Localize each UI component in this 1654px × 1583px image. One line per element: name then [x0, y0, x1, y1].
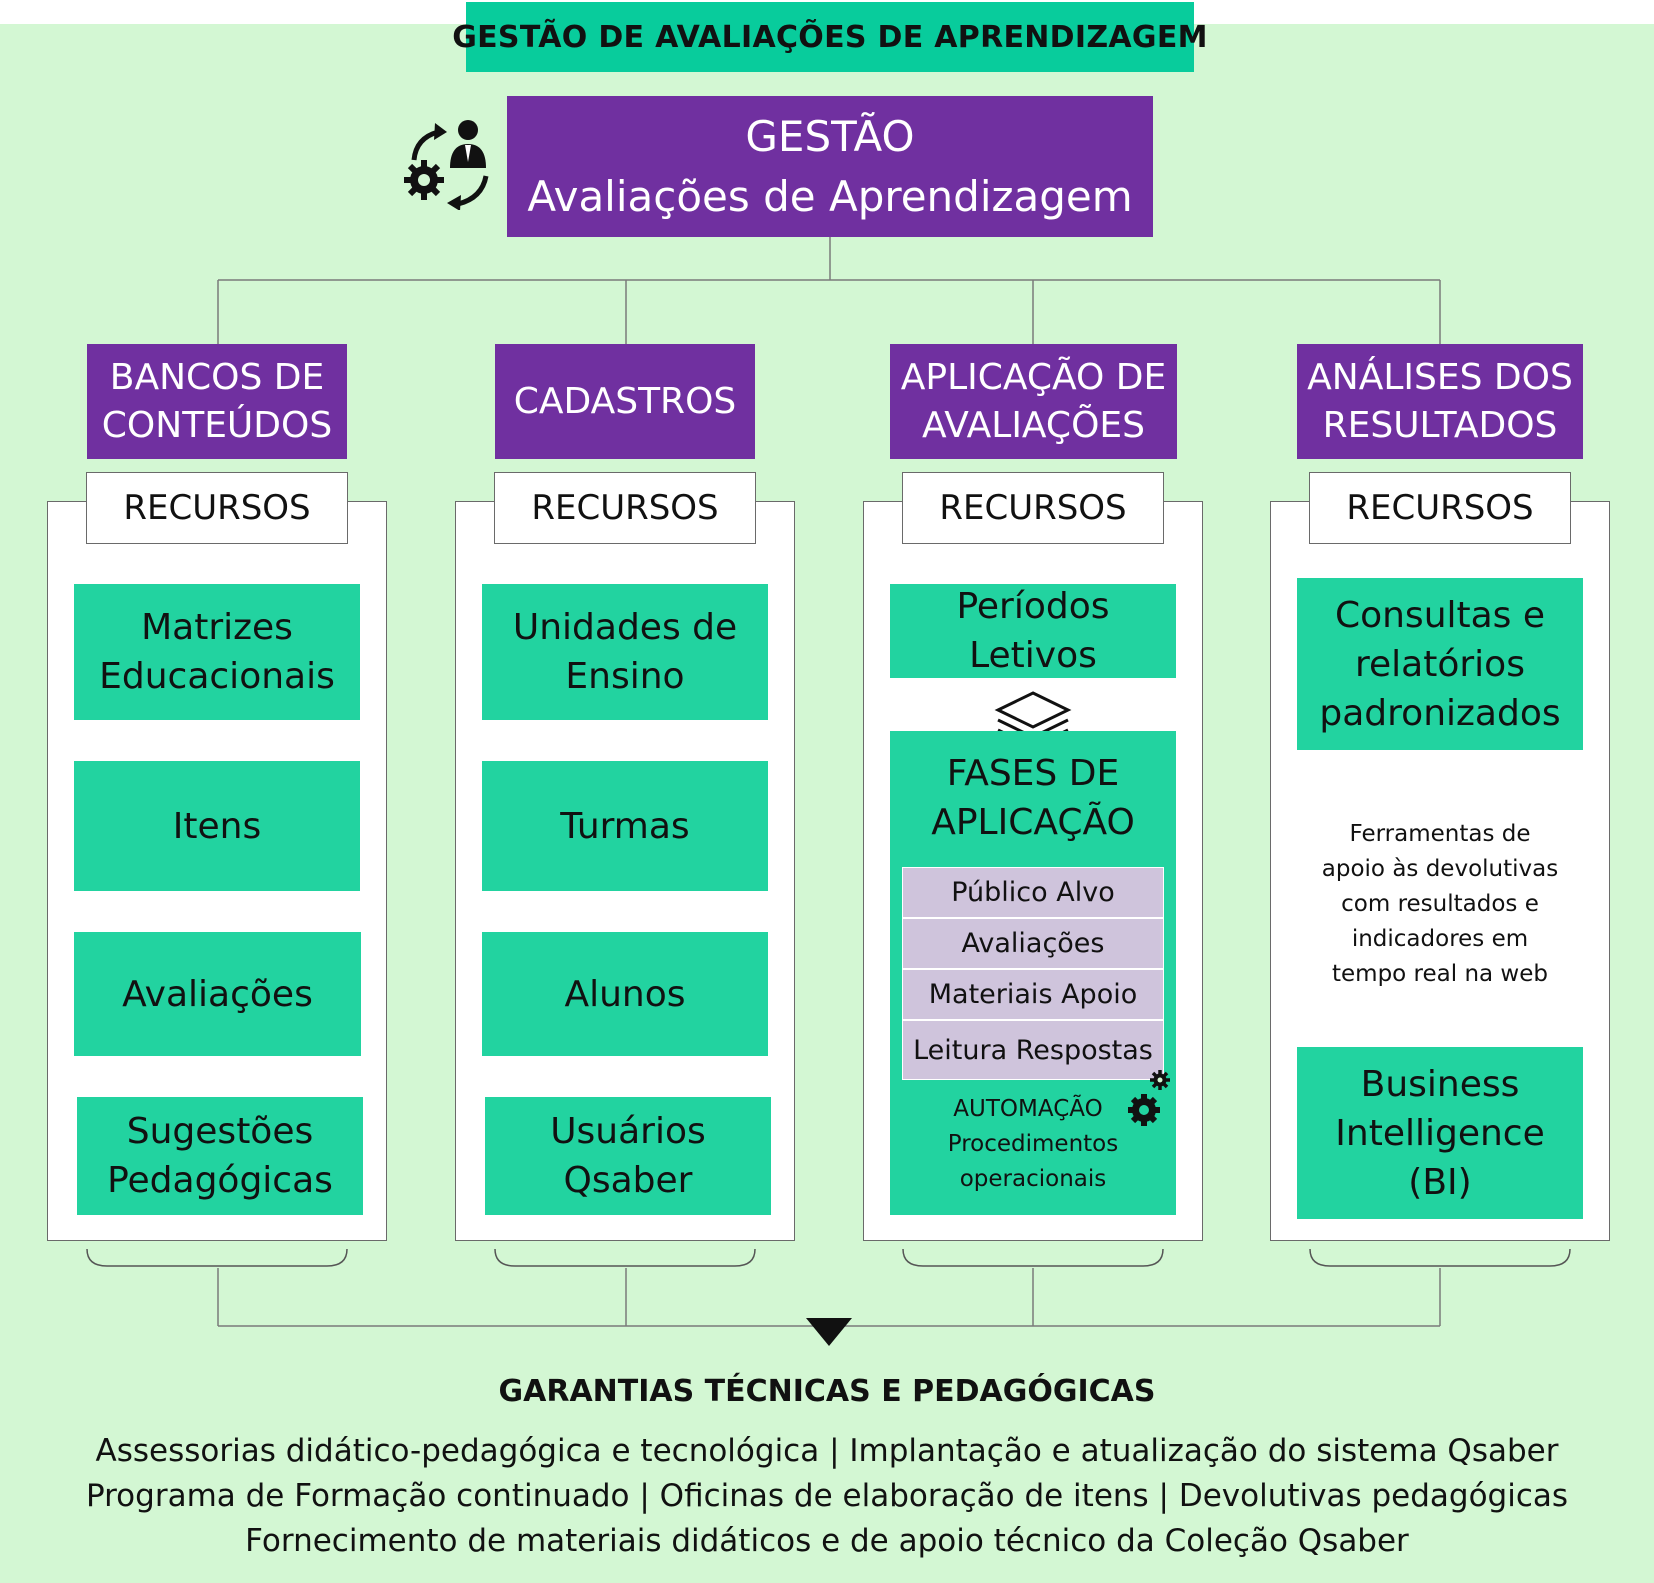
fases-de-aplicacao-title: FASES DE APLICAÇÃO	[931, 753, 1135, 843]
column-header-analises: ANÁLISES DOS RESULTADOS	[1297, 344, 1583, 459]
garantias-line-2: Programa de Formação continuado | Oficin…	[85, 1477, 1569, 1514]
column-header-bancos: BANCOS DE CONTEÚDOS	[87, 344, 347, 459]
item-business-intelligence: Business Intelligence (BI)	[1297, 1047, 1583, 1219]
page-title: GESTÃO DE AVALIAÇÕES DE APRENDIZAGEM	[452, 19, 1208, 55]
main-title-line2: Avaliações de Aprendizagem	[527, 171, 1133, 221]
main-management-box: GESTÃO Avaliações de Aprendizagem	[507, 96, 1153, 237]
main-title-line1: GESTÃO	[745, 111, 915, 161]
item-periodos-letivos: Períodos Letivos	[890, 584, 1176, 678]
column-header-aplicacao: APLICAÇÃO DE AVALIAÇÕES	[890, 344, 1177, 459]
recursos-label-bancos: RECURSOS	[86, 472, 348, 544]
phase-item-publico-alvo: Público Alvo	[902, 867, 1164, 918]
item-matrizes-educacionais: Matrizes Educacionais	[74, 584, 360, 720]
item-consultas-relatorios: Consultas e relatórios padronizados	[1297, 578, 1583, 750]
item-itens: Itens	[74, 761, 360, 891]
item-avaliacoes: Avaliações	[74, 932, 361, 1056]
gears-icon	[1122, 1068, 1172, 1128]
item-unidades-de-ensino: Unidades de Ensino	[482, 584, 768, 720]
phase-item-avaliacoes: Avaliações	[902, 918, 1164, 969]
item-alunos: Alunos	[482, 932, 768, 1056]
item-turmas: Turmas	[482, 761, 768, 891]
phase-item-materiais-apoio: Materiais Apoio	[902, 969, 1164, 1020]
phase-item-leitura-respostas: Leitura Respostas	[902, 1020, 1164, 1080]
garantias-line-1: Assessorias didático-pedagógica e tecnol…	[95, 1432, 1559, 1469]
recursos-label-cadastros: RECURSOS	[494, 472, 756, 544]
title-banner: GESTÃO DE AVALIAÇÕES DE APRENDIZAGEM	[452, 2, 1207, 72]
ferramentas-note: Ferramentas de apoio às devolutivas com …	[1321, 820, 1559, 987]
item-sugestoes-pedagogicas: Sugestões Pedagógicas	[77, 1097, 363, 1215]
item-usuarios-qsaber: Usuários Qsaber	[485, 1097, 771, 1215]
garantias-line-3: Fornecimento de materiais didáticos e de…	[245, 1522, 1409, 1559]
recursos-label-aplicacao: RECURSOS	[902, 472, 1164, 544]
garantias-title: GARANTIAS TÉCNICAS E PEDAGÓGICAS	[498, 1373, 1156, 1409]
column-header-cadastros: CADASTROS	[495, 344, 755, 459]
management-cycle-icon	[402, 118, 494, 211]
recursos-label-analises: RECURSOS	[1309, 472, 1571, 544]
automation-label: AUTOMAÇÃO Procedimentos operacionais	[947, 1095, 1119, 1192]
